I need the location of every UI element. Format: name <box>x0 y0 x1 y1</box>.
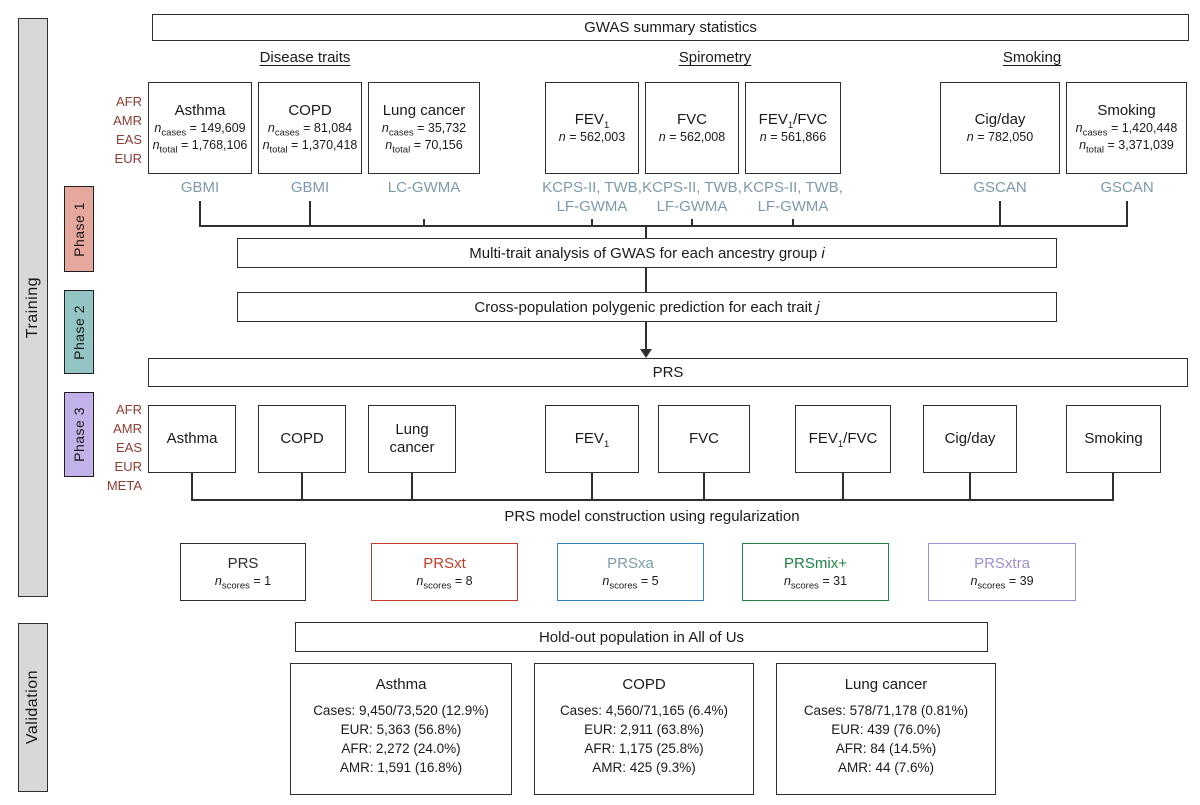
gwas-trait-box-fev1: FEV1 n = 562,003 <box>545 82 639 174</box>
connector <box>1126 201 1128 227</box>
validation-box-copd: COPD Cases: 4,560/71,165 (6.4%) EUR: 2,9… <box>534 663 754 795</box>
group-header-disease-traits: Disease traits <box>259 49 351 66</box>
prs-trait-box-cig-day: Cig/day <box>923 405 1017 473</box>
training-sidebar-label: Training <box>24 276 41 339</box>
connector <box>645 226 647 238</box>
construction-label: PRS model construction using regularizat… <box>504 508 800 525</box>
gwas-trait-box-smoking: Smoking ncases = 1,420,448 ntotal = 3,37… <box>1066 82 1187 174</box>
score-box-prs: PRS nscores = 1 <box>180 543 306 601</box>
ancestry-labels-gwas: AFR AMR EAS EUR <box>92 92 142 168</box>
gwas-trait-box-lung-cancer: Lung cancer ncases = 35,732 ntotal = 70,… <box>368 82 480 174</box>
source-label-kcps-fvc: KCPS-II, TWB,LF-GWMA <box>642 179 742 215</box>
ancestry-label: EAS <box>115 132 142 147</box>
prs-trait-box-fev1-fvc: FEV1/FVC <box>795 405 891 473</box>
connector <box>199 225 1128 227</box>
connector <box>411 472 413 501</box>
gwas-trait-box-fvc: FVC n = 562,008 <box>645 82 739 174</box>
phase-2-label: Phase 2 <box>64 290 94 374</box>
connector <box>199 201 201 227</box>
prs-trait-box-asthma: Asthma <box>148 405 236 473</box>
ancestry-label: EUR <box>114 151 142 166</box>
gwas-summary-banner: GWAS summary statistics <box>152 14 1189 41</box>
training-sidebar: Training <box>18 18 48 597</box>
score-box-prsxa: PRSxa nscores = 5 <box>557 543 704 601</box>
group-header-smoking: Smoking <box>1002 49 1062 66</box>
prs-trait-box-smoking: Smoking <box>1066 405 1161 473</box>
source-label-kcps-fev1-fvc: KCPS-II, TWB,LF-GWMA <box>743 179 843 215</box>
connector <box>309 201 311 227</box>
connector <box>999 201 1001 227</box>
holdout-banner: Hold-out population in All of Us <box>295 622 988 652</box>
source-label-gbmi-asthma: GBMI <box>180 179 220 196</box>
gwas-trait-box-cig-day: Cig/day n = 782,050 <box>940 82 1060 174</box>
prs-trait-box-fev1: FEV1 <box>545 405 639 473</box>
connector <box>301 472 303 501</box>
gwas-trait-box-fev1-fvc: FEV1/FVC n = 561,866 <box>745 82 841 174</box>
ancestry-label: AFR <box>116 402 142 417</box>
source-label-kcps-fev1: KCPS-II, TWB,LF-GWMA <box>542 179 642 215</box>
cross-population-banner: Cross-population polygenic prediction fo… <box>237 292 1057 322</box>
connector <box>703 472 705 501</box>
source-label-lc-gwma: LC-GWMA <box>387 179 461 196</box>
gwas-trait-box-asthma: Asthma ncases = 149,609 ntotal = 1,768,1… <box>148 82 252 174</box>
prs-trait-box-lung-cancer: Lung cancer <box>368 405 456 473</box>
gwas-trait-box-copd: COPD ncases = 81,084 ntotal = 1,370,418 <box>258 82 362 174</box>
connector <box>842 472 844 501</box>
connector <box>691 219 693 227</box>
connector <box>792 219 794 227</box>
gwas-summary-banner-text: GWAS summary statistics <box>584 19 757 36</box>
connector <box>969 472 971 501</box>
prs-trait-box-fvc: FVC <box>658 405 750 473</box>
multi-trait-banner: Multi-trait analysis of GWAS for each an… <box>237 238 1057 268</box>
source-label-gscan-cig: GSCAN <box>973 179 1027 196</box>
ancestry-label: META <box>106 478 142 493</box>
prs-banner: PRS <box>148 358 1188 387</box>
score-box-prsmix: PRSmix+ nscores = 31 <box>742 543 889 601</box>
ancestry-label: AFR <box>116 94 142 109</box>
ancestry-label: EUR <box>114 459 142 474</box>
prs-trait-box-copd: COPD <box>258 405 346 473</box>
arrow-down-icon <box>640 349 652 358</box>
connector <box>191 472 193 501</box>
group-header-spirometry: Spirometry <box>678 49 752 66</box>
validation-sidebar: Validation <box>18 623 48 792</box>
connector <box>591 219 593 227</box>
connector-arrow-line <box>645 322 647 350</box>
connector <box>1112 472 1114 501</box>
ancestry-labels-phase3: AFR AMR EAS EUR META <box>92 400 142 495</box>
validation-box-asthma: Asthma Cases: 9,450/73,520 (12.9%) EUR: … <box>290 663 512 795</box>
phase-3-label: Phase 3 <box>64 392 94 477</box>
source-label-gscan-smoking: GSCAN <box>1100 179 1154 196</box>
source-label-gbmi-copd: GBMI <box>290 179 330 196</box>
ancestry-label: EAS <box>115 440 142 455</box>
connector <box>423 219 425 227</box>
ancestry-label: AMR <box>113 421 142 436</box>
validation-box-lung-cancer: Lung cancer Cases: 578/71,178 (0.81%) EU… <box>776 663 996 795</box>
ancestry-label: AMR <box>113 113 142 128</box>
score-box-prsxt: PRSxt nscores = 8 <box>371 543 518 601</box>
score-box-prsxtra: PRSxtra nscores = 39 <box>928 543 1076 601</box>
phase-1-label: Phase 1 <box>64 186 94 272</box>
validation-sidebar-label: Validation <box>24 670 41 745</box>
connector <box>645 268 647 292</box>
connector <box>191 499 1114 501</box>
connector <box>591 472 593 501</box>
